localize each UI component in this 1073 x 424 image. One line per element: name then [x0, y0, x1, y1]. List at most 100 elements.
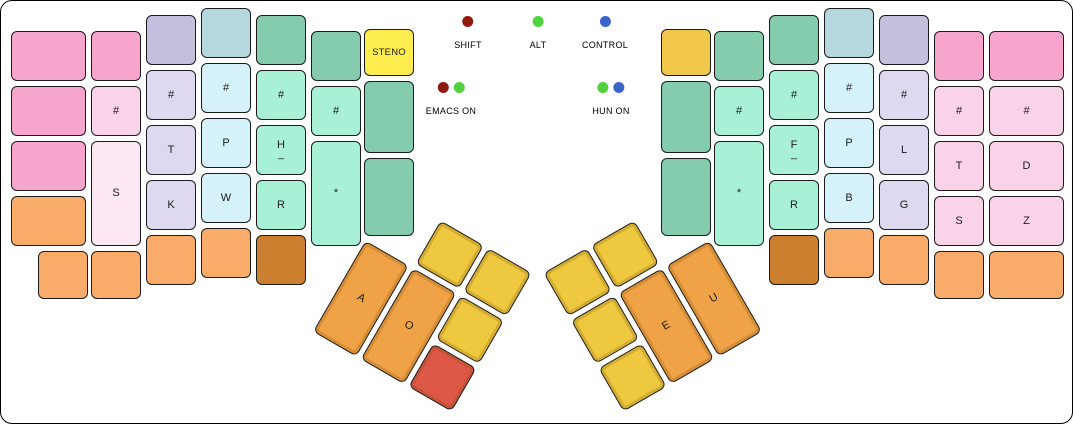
key-hash: #	[769, 70, 819, 120]
key-t: T	[934, 141, 984, 191]
led-blue-icon	[599, 16, 611, 27]
key-sublabel: _	[790, 148, 798, 160]
key-label: #	[735, 104, 743, 117]
key-label: #	[112, 104, 120, 117]
led-group	[462, 16, 474, 27]
key-blank	[11, 141, 86, 191]
key-label: #	[955, 104, 963, 117]
key-blank	[879, 15, 929, 65]
key-blank	[989, 251, 1064, 299]
key-blank	[934, 31, 984, 81]
key-label: F	[790, 139, 798, 151]
key-label: #	[790, 88, 798, 101]
indicator-control: CONTROL	[582, 16, 628, 50]
key-blank	[364, 81, 414, 153]
key-r: R	[256, 180, 306, 230]
led-green-icon	[597, 82, 609, 93]
key-hash: #	[91, 86, 141, 136]
key-blank	[769, 15, 819, 65]
key-blank	[714, 31, 764, 81]
led-group	[599, 16, 611, 27]
key-w: W	[201, 173, 251, 223]
key-label: *	[333, 187, 339, 199]
led-group	[532, 16, 544, 27]
key-label: #	[332, 104, 340, 117]
key-blank	[11, 196, 86, 246]
key-hash: #	[311, 86, 361, 136]
key-b: B	[824, 173, 874, 223]
key-l: L	[879, 125, 929, 175]
indicator-label: HUN ON	[592, 106, 630, 116]
key-blank	[11, 31, 86, 81]
key-blank	[661, 81, 711, 153]
key-blank	[661, 29, 711, 76]
key-blank	[146, 15, 196, 65]
key-k: K	[146, 180, 196, 230]
key-label: STENO	[372, 46, 406, 58]
key-z: Z	[989, 196, 1064, 246]
led-green-icon	[532, 16, 544, 27]
indicator-label: ALT	[529, 40, 547, 50]
indicator-label: SHIFT	[454, 40, 482, 50]
key-t: T	[146, 125, 196, 175]
key-d: D	[989, 141, 1064, 191]
key-r: R	[769, 180, 819, 230]
key-blank	[146, 235, 196, 285]
key-label: H	[277, 139, 285, 151]
key-label: Z	[1023, 214, 1030, 227]
indicator-label: CONTROL	[581, 40, 629, 50]
key-g: G	[879, 180, 929, 230]
indicator-shift: SHIFT	[454, 16, 482, 50]
indicator-label: EMACS ON	[425, 106, 477, 116]
key-s: S	[91, 141, 141, 246]
key-label: P	[845, 136, 853, 149]
key-label: #	[1023, 104, 1030, 117]
key-blank	[91, 31, 141, 81]
key-blank	[201, 228, 251, 278]
key-label: W	[220, 191, 232, 204]
key-hash: #	[201, 63, 251, 113]
key-hash: #	[256, 70, 306, 120]
key-label: #	[222, 81, 230, 94]
key-hash: #	[934, 86, 984, 136]
key-label: B	[845, 191, 853, 204]
key-blank	[661, 158, 711, 236]
led-group	[597, 82, 625, 93]
key-steno: STENO	[364, 29, 414, 76]
led-group	[437, 82, 465, 93]
key-blank	[256, 235, 306, 285]
key-blank	[824, 8, 874, 58]
key-blank	[256, 15, 306, 65]
key-label: R	[790, 198, 798, 211]
key-star: *	[714, 141, 764, 246]
key-label: T	[955, 159, 963, 172]
key-blank	[769, 235, 819, 285]
key-label: R	[277, 198, 285, 211]
indicator-hun-on: HUN ON	[592, 82, 629, 116]
key-blank	[364, 158, 414, 236]
key-blank	[989, 31, 1064, 81]
key-blank	[91, 251, 141, 299]
key-blank	[824, 228, 874, 278]
key-f: F_	[769, 125, 819, 175]
key-blank	[934, 251, 984, 299]
key-hash: #	[714, 86, 764, 136]
key-label: L	[900, 143, 908, 156]
key-label: T	[167, 143, 175, 156]
indicator-alt: ALT	[530, 16, 547, 50]
key-p: P	[824, 118, 874, 168]
key-h: H_	[256, 125, 306, 175]
led-red-icon	[437, 82, 449, 93]
key-blank	[11, 86, 86, 136]
key-label: *	[736, 187, 742, 199]
key-label: K	[167, 198, 175, 211]
key-blank	[201, 8, 251, 58]
key-label: S	[112, 187, 120, 199]
led-green-icon	[453, 82, 465, 93]
key-blank	[38, 251, 88, 299]
key-hash: #	[824, 63, 874, 113]
key-s: S	[934, 196, 984, 246]
key-label: #	[900, 88, 908, 101]
key-label: P	[222, 136, 230, 149]
